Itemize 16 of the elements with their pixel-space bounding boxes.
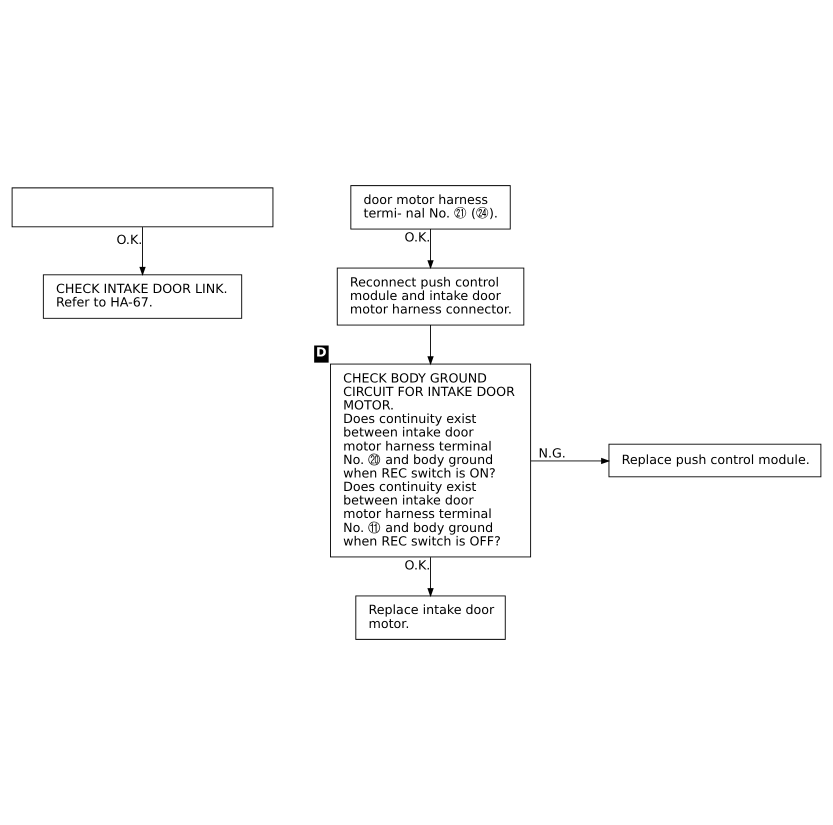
node-box: Replace intake door motor. [355,595,506,640]
node-box [12,187,274,228]
edge-label: O.K. [404,229,430,244]
arrow [427,324,434,366]
arrow [427,556,434,598]
arrow [530,458,610,464]
edge-label: N.G. [538,446,566,461]
node-box: door motor harness termi- nal No. ㉑ (㉔). [350,185,511,230]
node-box: Reconnect push control module and intake door motor harness connector. [336,268,524,326]
edge-label: O.K. [404,558,430,573]
node-box: Replace push control module. [608,444,822,478]
edge-label: O.K. [116,232,142,247]
node-box: CHECK INTAKE DOOR LINK. Refer to HA-67. [42,274,242,319]
arrow [139,226,146,276]
arrow [427,228,434,270]
node-label: D [316,344,326,360]
